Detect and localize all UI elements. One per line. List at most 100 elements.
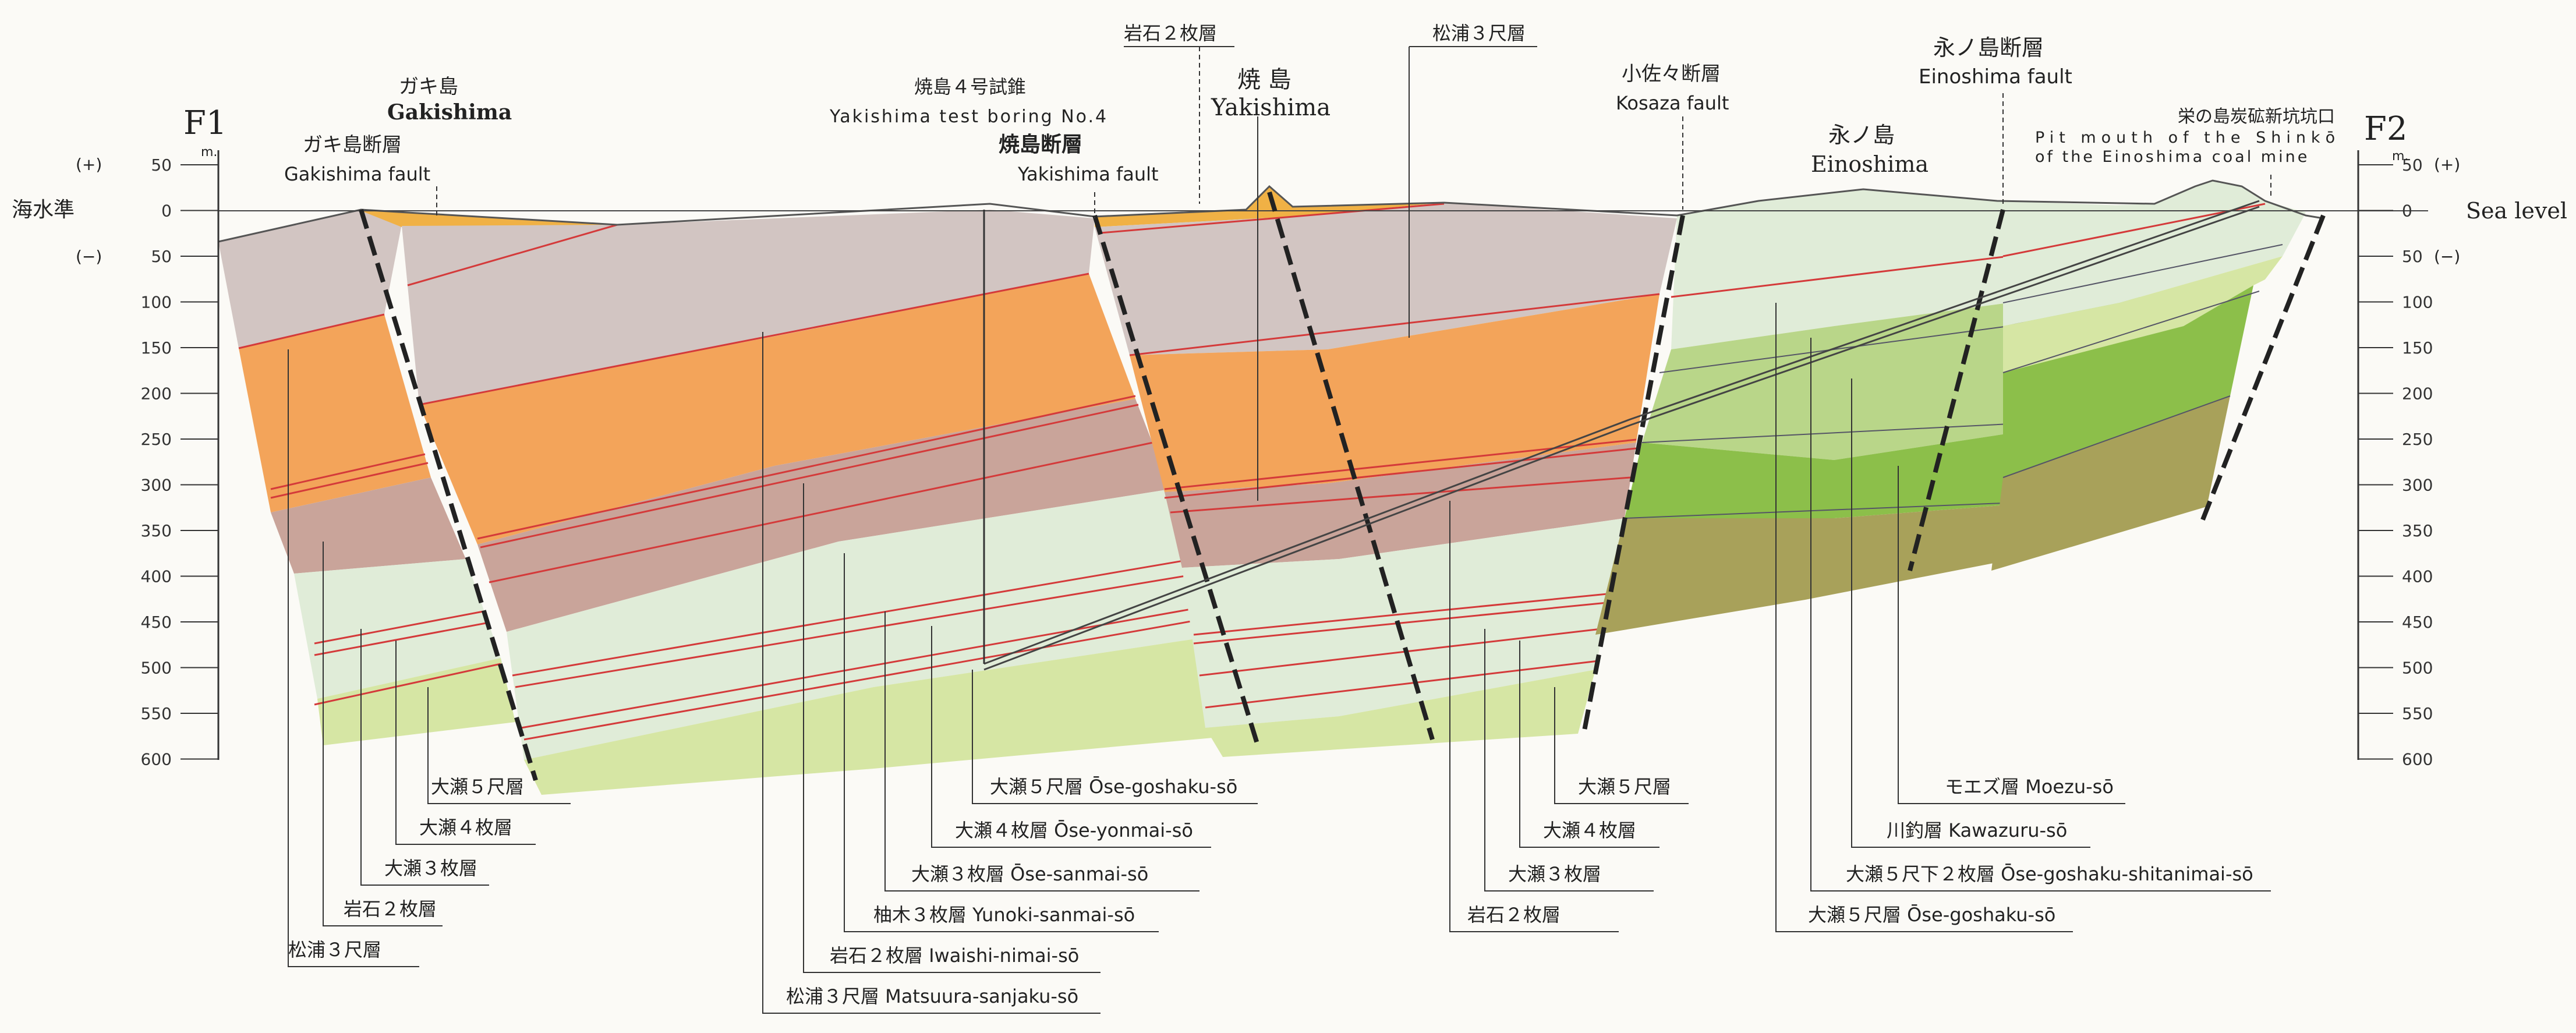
left-tick-label: 500: [141, 659, 172, 678]
label-d3: 大瀬３枚層: [1508, 863, 1601, 885]
gakishima-fault-jp: ガキ島断層: [303, 133, 402, 157]
block-c-grey-layer: [1095, 203, 1677, 355]
left-tick-label: 150: [141, 338, 172, 358]
right-minus-label: (−): [2434, 247, 2460, 266]
block-c-coal-seams: [1100, 203, 1660, 709]
right-tick-label: 200: [2402, 384, 2433, 404]
block-e-coal-seams: [2002, 203, 2266, 257]
block-e-horizons: [2002, 244, 2283, 478]
einoshima-island-en: Einoshima: [1811, 151, 1929, 177]
right-tick-label: 150: [2402, 338, 2433, 358]
block-d-green-layer: [1625, 419, 2102, 518]
block-a-grey-layer: [218, 210, 402, 348]
gakishima-island-jp: ガキ島: [399, 75, 458, 98]
left-tick-label: 300: [141, 476, 172, 495]
kosaza-fault-en: Kosaza fault: [1616, 92, 1729, 114]
sea-level-en-label: Sea level: [2466, 198, 2567, 224]
left-plus-label: (+): [76, 155, 102, 174]
label-d4: 岩石２枚層: [1467, 904, 1561, 926]
label-c5: 岩石２枚層 Iwaishi-nimai-sō: [830, 944, 1079, 967]
left-tick-label: 200: [141, 384, 172, 404]
right-tick-label: 50: [2402, 155, 2423, 175]
right-tick-label: 600: [2402, 750, 2433, 769]
label-c1: 大瀬５尺層 Ōse-goshaku-sō: [990, 776, 1237, 798]
block-b-palegreen-layer: [507, 489, 1223, 760]
label-b2: 大瀬４枚層: [419, 816, 512, 839]
kosaza-fault-line: [1581, 215, 1685, 734]
sea-level-jp-label: 海水準: [12, 198, 75, 222]
bottom-leaders: [288, 303, 2271, 1014]
block-a-brown-layer: [271, 477, 466, 574]
right-tick-label: 250: [2402, 430, 2433, 449]
einoshima-fault-line: [1908, 209, 2005, 571]
yakishima-fault-line: [1092, 214, 1260, 747]
right-tick-label: 500: [2402, 659, 2433, 678]
block-a: [218, 210, 515, 745]
block-c-yellowgreen-layer: [1205, 670, 1595, 757]
label-c2: 大瀬４枚層 Ōse-yonmai-sō: [955, 819, 1193, 841]
label-b4: 岩石２枚層: [344, 898, 437, 920]
right-tick-label: 350: [2402, 521, 2433, 540]
label-e3: 大瀬５尺下２枚層 Ōse-goshaku-shitanimai-sō: [1846, 863, 2253, 885]
left-tick-label: 250: [141, 430, 172, 449]
left-minus-label: (−): [76, 247, 102, 266]
left-unit: m.: [201, 145, 217, 160]
right-tick-label: 0: [2402, 201, 2412, 221]
f1-label: F1: [183, 104, 227, 142]
right-tick-label: 100: [2402, 293, 2433, 312]
label-b5: 松浦３尺層: [288, 939, 381, 961]
einoshima-fault-jp: 永ノ島断層: [1933, 35, 2044, 61]
matsuura-top-label: 松浦３尺層: [1432, 22, 1526, 44]
iwaishi-top-label: 岩石２枚層: [1124, 22, 1217, 44]
label-b3: 大瀬３枚層: [384, 857, 477, 879]
left-tick-label: 50: [151, 155, 172, 175]
right-tick-label: 550: [2402, 704, 2433, 723]
yakishima-fault-line-2: [1267, 191, 1435, 741]
label-c6: 松浦３尺層 Matsuura-sanjaku-sō: [786, 985, 1078, 1007]
block-c-brown-layer: [1165, 443, 1636, 568]
left-tick-label: 400: [141, 567, 172, 586]
right-tick-label: 300: [2402, 476, 2433, 495]
block-b-grey-layer: [402, 210, 1095, 405]
block-b-brown-layer: [477, 399, 1170, 632]
block-c-orange-layer: [1130, 294, 1659, 492]
mine-jp: 栄の島炭砿新坑坑口: [2178, 107, 2335, 127]
yakishima-island-en: Yakishima: [1211, 94, 1331, 121]
leader-lines: [436, 47, 2271, 664]
block-e-midgreen-layer: [2003, 256, 2283, 373]
right-tick-label: 450: [2402, 613, 2433, 632]
block-d-olive-layer: [1595, 501, 2061, 635]
mine-en-1: Pit mouth of the Shinkō: [2035, 129, 2340, 147]
label-e4: 大瀬５尺層 Ōse-goshaku-sō: [1808, 904, 2055, 926]
shaft-line: [983, 200, 2260, 671]
gakishima-island-en: Gakishima: [387, 100, 512, 125]
block-c: [1095, 186, 1677, 757]
yakishima-surface-cover: [1095, 186, 1444, 227]
left-tick-label: 450: [141, 613, 172, 632]
boring-en: Yakishima test boring No.4: [829, 107, 1108, 127]
right-tick-label: 50: [2402, 247, 2423, 266]
ground-surface-line: [218, 179, 2324, 243]
block-a-yellowgreen-layer: [317, 658, 515, 745]
label-c4: 柚木３枚層 Yunoki-sanmai-sō: [873, 904, 1135, 926]
einoshima-fault-en: Einoshima fault: [1919, 65, 2072, 89]
label-e1: モエズ層 Moezu-sō: [1945, 776, 2114, 798]
gakishima-surface-cover: [361, 211, 617, 227]
right-unit: m.: [2392, 149, 2408, 164]
block-a-coal-seams: [238, 313, 501, 706]
gakishima-fault-line: [359, 208, 538, 781]
label-c3: 大瀬３枚層 Ōse-sanmai-sō: [911, 863, 1148, 885]
block-b-yellowgreen-layer: [524, 635, 1258, 795]
mine-en-2: of the Einoshima coal mine: [2035, 148, 2309, 166]
block-a-palegreen-layer: [294, 559, 501, 699]
yakishima-fault-en: Yakishima fault: [1017, 163, 1159, 185]
block-e-olive-layer: [1991, 396, 2230, 571]
kosaza-fault-jp: 小佐々断層: [1622, 62, 1721, 86]
label-d1: 大瀬５尺層: [1578, 776, 1671, 798]
yakishima-island-jp: 焼 島: [1237, 66, 1291, 93]
boring-jp: 焼島４号試錐: [914, 76, 1026, 98]
label-b1: 大瀬５尺層: [431, 776, 524, 798]
